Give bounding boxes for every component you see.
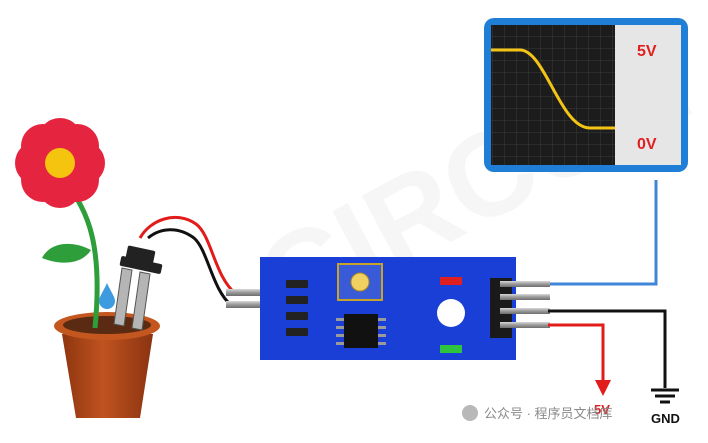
vcc-label: 5V xyxy=(594,402,610,417)
flower-pot xyxy=(54,312,160,418)
status-led xyxy=(440,345,462,353)
sensor-module xyxy=(260,257,516,360)
comparator-chip xyxy=(344,314,378,348)
oscilloscope: 5V 0V xyxy=(484,18,688,172)
power-led xyxy=(440,277,462,285)
probe-leg-left xyxy=(113,267,133,327)
scope-high-label: 5V xyxy=(637,43,657,60)
module-output-pins xyxy=(500,281,550,328)
probe-leg-right xyxy=(131,271,151,331)
mounting-hole xyxy=(437,299,465,327)
pot-soil xyxy=(63,316,151,334)
pot-body xyxy=(62,334,153,418)
potentiometer-knob-icon[interactable] xyxy=(350,272,370,292)
wechat-icon xyxy=(462,405,478,421)
scope-label-panel xyxy=(615,25,681,165)
module-board xyxy=(260,257,516,360)
gnd-label: GND xyxy=(651,411,680,426)
probe-wire-red xyxy=(138,215,237,296)
scope-grid xyxy=(491,25,615,165)
flower xyxy=(15,118,105,329)
flower-leaf xyxy=(42,243,91,263)
ground-symbol-icon xyxy=(651,388,679,404)
scope-low-label: 0V xyxy=(637,136,657,153)
scope-trace xyxy=(491,48,615,130)
flower-center xyxy=(45,148,75,178)
soil-probe xyxy=(113,245,163,331)
signal-wire xyxy=(548,180,658,286)
vcc-arrow-icon xyxy=(595,380,611,396)
vcc-wire xyxy=(548,323,605,388)
gnd-wire xyxy=(548,309,667,388)
probe-connector xyxy=(124,245,156,269)
resistors xyxy=(286,280,308,336)
water-drop-icon xyxy=(99,283,115,309)
footer-watermark: 公众号 · 程序员文档库 xyxy=(484,406,613,421)
probe-wire-black xyxy=(147,228,233,308)
